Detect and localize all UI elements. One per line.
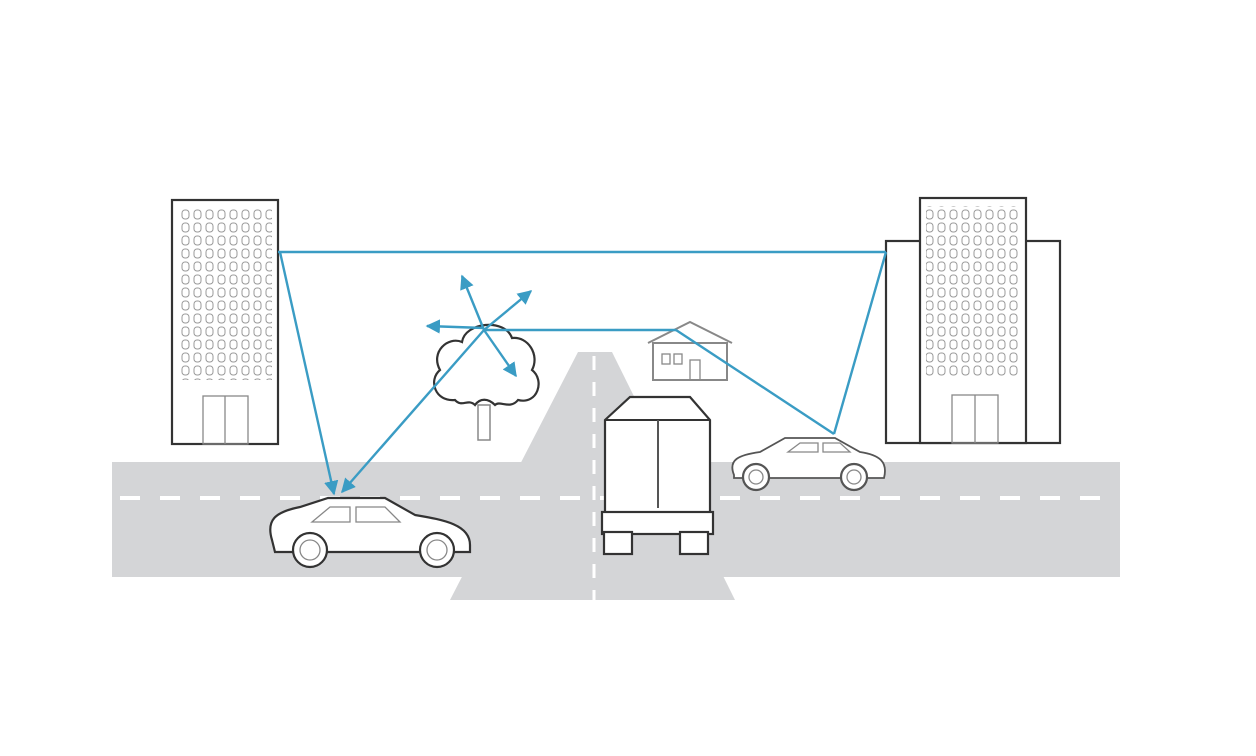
signal-paths	[278, 250, 888, 496]
signal-building-to-car-left	[278, 251, 339, 496]
truck	[600, 395, 715, 556]
tree	[433, 323, 540, 441]
vertical-road	[450, 352, 735, 600]
right-building	[884, 196, 1062, 445]
car-left	[269, 496, 472, 569]
scatter-arrow-left	[425, 319, 485, 334]
left-building	[170, 198, 280, 446]
scatter-arrow-up-right	[483, 290, 533, 331]
house	[647, 320, 733, 381]
signal-tree-to-car-left	[341, 329, 485, 494]
signal-house-to-car-right	[675, 328, 835, 436]
scatter-arrow-down-right	[483, 329, 517, 378]
car-right	[731, 437, 886, 492]
signal-building-to-car-right	[832, 251, 888, 435]
scatter-arrow-up	[460, 274, 486, 331]
